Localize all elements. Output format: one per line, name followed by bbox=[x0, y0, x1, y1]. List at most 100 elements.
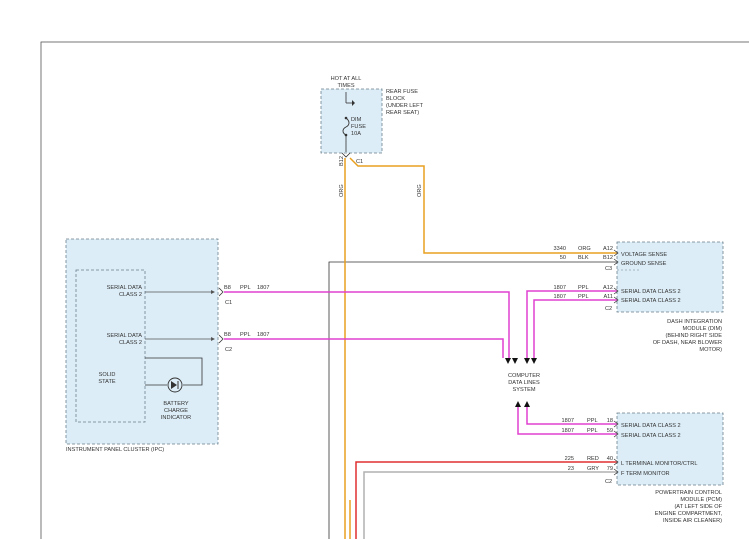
fuse-conn-c1: C1 bbox=[356, 159, 363, 165]
data-lines-label: COMPUTER bbox=[508, 373, 540, 379]
dim-wire0-circuit: 3340 bbox=[554, 246, 566, 252]
dim-wire2-pin: A12 bbox=[603, 285, 613, 291]
pcm-wire0-circuit: 1807 bbox=[562, 418, 574, 424]
org-wire-right bbox=[349, 157, 617, 254]
battery-indicator-wire bbox=[145, 357, 203, 386]
pcm-module-location: (AT LEFT SIDE OF bbox=[674, 504, 722, 510]
org-wire-right-color: ORG bbox=[417, 184, 423, 197]
dim-wire-rows: 3340 ORG A12 VOLTAGE SENSE 50 BLK B12 GR… bbox=[554, 246, 681, 312]
pcm-pin-chevron-2 bbox=[613, 430, 619, 438]
pcm-wire3-circuit: 23 bbox=[568, 466, 574, 472]
gry-wire bbox=[363, 471, 617, 539]
dim-wire2-circuit: 1807 bbox=[554, 285, 566, 291]
data-lines-label-3: SYSTEM bbox=[512, 387, 535, 393]
pcm-wire1-pin: 59 bbox=[607, 428, 613, 434]
pcm-wire2-pin: 40 bbox=[607, 456, 613, 462]
fuse-block-name: REAR FUSE bbox=[386, 89, 418, 95]
pcm-conn-c2: C2 bbox=[605, 479, 612, 485]
fuse-pin-chevron bbox=[341, 152, 351, 158]
pcm-module-location-2: ENGINE COMPARTMENT, bbox=[655, 511, 723, 517]
ipc-wire2-circuit: 1807 bbox=[257, 332, 269, 338]
arrow-up-2 bbox=[524, 401, 530, 407]
pcm-wire0-pin: 18 bbox=[607, 418, 613, 424]
pcm-wire2-label: L TERMINAL MONITOR/CTRL bbox=[621, 461, 697, 467]
arrow-down-3 bbox=[524, 358, 530, 364]
dim-pin-chevron-4 bbox=[613, 296, 619, 304]
dim-module-name-2: MODULE (DIM) bbox=[683, 326, 723, 332]
ipc-module-name: INSTRUMENT PANEL CLUSTER (IPC) bbox=[66, 447, 164, 453]
ppl-wire-pcm-18 bbox=[526, 407, 617, 425]
dim-module bbox=[616, 241, 724, 313]
pcm-wire1-color: PPL bbox=[587, 428, 598, 434]
fuse-block-name-4: REAR SEAT) bbox=[386, 110, 419, 116]
rear-fuse-block bbox=[320, 88, 383, 154]
pcm-module-name: POWERTRAIN CONTROL bbox=[655, 490, 722, 496]
pcm-wire3-color: GRY bbox=[587, 466, 599, 472]
red-wire bbox=[355, 461, 617, 539]
pcm-wire-rows: 1807 PPL 18 SERIAL DATA CLASS 2 1807 PPL… bbox=[562, 418, 698, 485]
pcm-pin-chevron-1 bbox=[613, 420, 619, 428]
data-lines-label-2: DATA LINES bbox=[508, 380, 540, 386]
ipc-serial1-label: SERIAL DATA bbox=[107, 285, 143, 291]
dim-module-location-3: MOTOR) bbox=[699, 347, 722, 353]
dim-wire0-pin: A12 bbox=[603, 246, 613, 252]
fuse-symbol-icon bbox=[342, 117, 350, 136]
fuse-block-name-3: (UNDER LEFT bbox=[386, 103, 424, 109]
dim-module-name: DASH INTEGRATION bbox=[667, 319, 722, 325]
dim-wire3-pin: A11 bbox=[603, 294, 613, 300]
org-wire-left-color: ORG bbox=[339, 184, 345, 197]
pcm-module-name-2: MODULE (PCM) bbox=[680, 497, 722, 503]
dim-pin-chevron-2 bbox=[613, 258, 619, 266]
ppl-wire-pcm-59 bbox=[517, 407, 617, 435]
arrow-down-2 bbox=[512, 358, 518, 364]
ipc-serial2-label-2: CLASS 2 bbox=[119, 340, 142, 346]
ipc-wire1-circuit: 1807 bbox=[257, 285, 269, 291]
ppl-wire-dim-a11 bbox=[533, 299, 617, 358]
arrow-down-4 bbox=[531, 358, 537, 364]
battery-indicator-label-2: CHARGE bbox=[164, 408, 188, 414]
pcm-wire0-label: SERIAL DATA CLASS 2 bbox=[621, 423, 681, 429]
black-frame-wire bbox=[328, 261, 617, 539]
pcm-wire3-label: F TERM MONITOR bbox=[621, 471, 670, 477]
pcm-module bbox=[616, 412, 724, 486]
ppl-wire-ipc-c2 bbox=[224, 338, 504, 358]
dim-wire3-circuit: 1807 bbox=[554, 294, 566, 300]
ipc-wire2-pin: B8 bbox=[224, 332, 231, 338]
ipc-serial1-arrow-icon bbox=[211, 290, 215, 294]
arrow-down-1 bbox=[505, 358, 511, 364]
ppl-wire-dim-a12 bbox=[526, 290, 617, 358]
pcm-wire1-circuit: 1807 bbox=[562, 428, 574, 434]
dim-wire2-label: SERIAL DATA CLASS 2 bbox=[621, 289, 681, 295]
fuse-arrow-icon bbox=[352, 100, 355, 106]
ipc-wire1-color: PPL bbox=[240, 285, 251, 291]
fuse-hot-label: HOT AT ALL bbox=[331, 76, 362, 82]
fuse-pin-b12: B12 bbox=[339, 156, 345, 166]
diagram-frame bbox=[40, 41, 749, 539]
dim-wire0-color: ORG bbox=[578, 246, 591, 252]
dim-wire3-label: SERIAL DATA CLASS 2 bbox=[621, 298, 681, 304]
ipc-wire2-color: PPL bbox=[240, 332, 251, 338]
dim-conn-c2: C2 bbox=[605, 306, 612, 312]
fuse-name-2: FUSE bbox=[351, 124, 366, 130]
ipc-solid-state-label-2: STATE bbox=[98, 379, 115, 385]
ipc-inner-box bbox=[75, 269, 146, 423]
ipc-serial2-label: SERIAL DATA bbox=[107, 333, 143, 339]
battery-indicator-label: BATTERY bbox=[163, 401, 189, 407]
dim-wire2-color: PPL bbox=[578, 285, 589, 291]
dim-module-location-2: OF DASH, NEAR BLOWER bbox=[653, 340, 722, 346]
battery-indicator-label-3: INDICATOR bbox=[161, 415, 191, 421]
pcm-wire0-color: PPL bbox=[587, 418, 598, 424]
pcm-wire2-color: RED bbox=[587, 456, 599, 462]
pcm-module-location-3: INSIDE AIR CLEANER) bbox=[663, 518, 722, 524]
fuse-rating: 10A bbox=[351, 131, 361, 137]
pcm-pin-chevron-4 bbox=[613, 468, 619, 476]
ipc-pin2-chevron bbox=[218, 334, 224, 344]
dim-wire1-circuit: 50 bbox=[560, 255, 566, 261]
pcm-pin-chevron-3 bbox=[613, 458, 619, 466]
ipc-pin1-chevron bbox=[218, 287, 224, 297]
ppl-wire-ipc-c1 bbox=[224, 291, 510, 358]
dim-wire1-pin: B12 bbox=[603, 255, 613, 261]
dim-pin-chevron-1 bbox=[613, 249, 619, 257]
dim-wire1-label: GROUND SENSE bbox=[621, 261, 667, 267]
